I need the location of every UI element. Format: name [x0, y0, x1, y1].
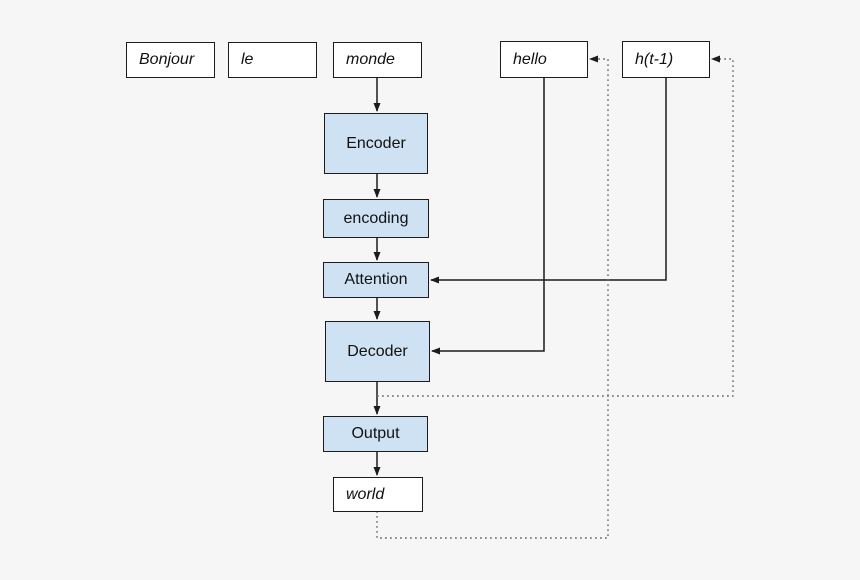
solid-connectors [373, 78, 667, 476]
node-monde: monde [333, 42, 422, 78]
node-encoder: Encoder [324, 113, 428, 174]
node-encoding: encoding [323, 199, 429, 238]
node-decoder: Decoder [325, 321, 430, 382]
node-le: le [228, 42, 317, 78]
node-bonjour: Bonjour [126, 42, 215, 78]
node-hello: hello [500, 41, 588, 78]
dotted-connectors [376, 55, 734, 539]
edge-decoderout-ht1 [377, 55, 734, 397]
node-output: Output [323, 416, 428, 452]
node-ht1: h(t-1) [622, 41, 710, 78]
node-world: world [333, 477, 423, 512]
node-attention: Attention [323, 262, 429, 298]
edge-hello-decoder [431, 78, 545, 355]
edge-ht1-attention [430, 78, 667, 284]
